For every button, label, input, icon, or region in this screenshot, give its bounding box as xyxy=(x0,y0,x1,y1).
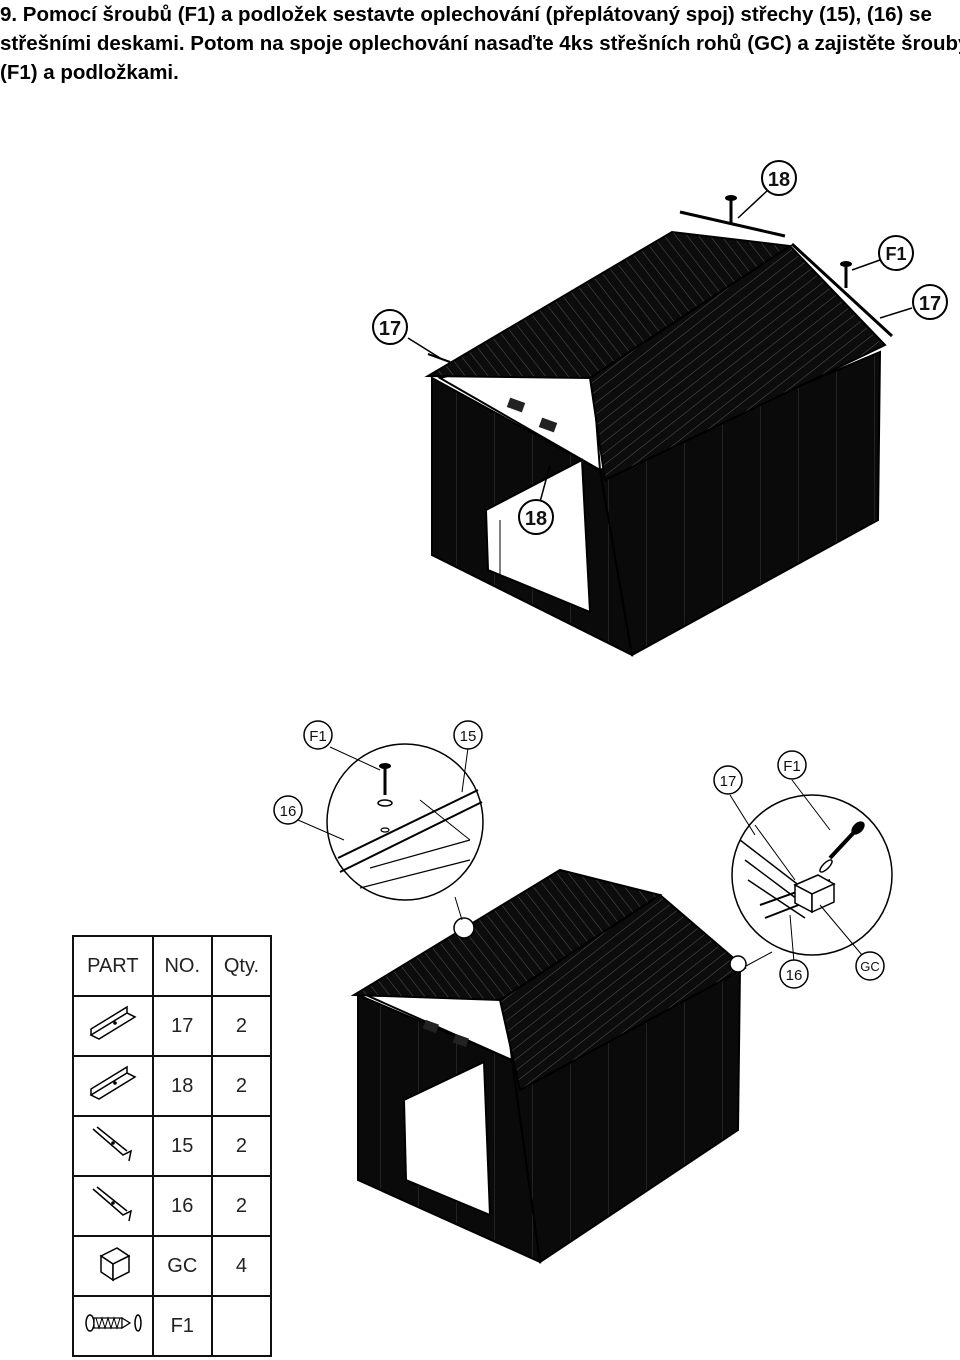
part-qty: 2 xyxy=(210,1115,273,1177)
header-qty: Qty. xyxy=(210,935,273,997)
callout-17-right: 17 xyxy=(912,284,948,320)
corner-cap-icon xyxy=(793,874,836,914)
instruction-line-2: střešními deskami. Potom na spoje oplech… xyxy=(0,32,960,55)
screw-washer-icon xyxy=(72,1295,154,1357)
table-row: 18 2 xyxy=(72,1055,273,1117)
part-qty: 2 xyxy=(210,1055,273,1117)
svg-text:16: 16 xyxy=(280,803,297,820)
callout-18-front: 18 xyxy=(518,499,554,535)
detail-view-left xyxy=(297,743,484,921)
part-no: F1 xyxy=(151,1295,213,1357)
table-row: GC 4 xyxy=(72,1235,273,1297)
part-qty: 2 xyxy=(210,995,273,1057)
vent-icon xyxy=(422,1019,439,1034)
screw-icon xyxy=(828,821,865,860)
callout-16-right: 16 xyxy=(779,959,809,989)
table-row: 16 2 xyxy=(72,1175,273,1237)
parts-table: PART NO. Qty. 17 2 18 2 15 2 16 2 GC xyxy=(72,935,273,1357)
trim-angle-icon xyxy=(72,1055,154,1117)
callout-17-left: 17 xyxy=(372,309,408,345)
svg-text:F1: F1 xyxy=(885,244,906,264)
vent-icon xyxy=(506,397,526,413)
svg-text:F1: F1 xyxy=(309,728,327,745)
shed-roof-side xyxy=(588,244,887,482)
svg-text:17: 17 xyxy=(720,773,737,790)
instruction-text: 9. Pomocí šroubů (F1) a podložek sestavt… xyxy=(0,0,960,87)
callout-f1-right: F1 xyxy=(777,750,807,780)
shed-top xyxy=(407,189,913,657)
table-row: 17 2 xyxy=(72,995,273,1057)
instruction-line-3: (F1) a podložkami. xyxy=(0,61,179,84)
table-row: 15 2 xyxy=(72,1115,273,1177)
washer-icon xyxy=(819,859,833,873)
callout-18-top: 18 xyxy=(761,160,797,196)
shed-bottom xyxy=(350,868,747,1264)
callout-17-bottom: 17 xyxy=(713,765,743,795)
trim-angle-icon xyxy=(72,995,154,1057)
part-no: 18 xyxy=(151,1055,213,1117)
screw-icon xyxy=(840,261,852,288)
corner-cap-icon xyxy=(72,1235,154,1297)
header-part: PART xyxy=(72,935,154,997)
trim-channel-icon xyxy=(72,1175,154,1237)
part-no: 17 xyxy=(151,995,213,1057)
callout-f1-left: F1 xyxy=(303,720,333,750)
callout-15: 15 xyxy=(453,720,483,750)
part-qty: 2 xyxy=(210,1175,273,1237)
svg-text:GC: GC xyxy=(860,959,880,974)
shed-door-opening xyxy=(402,1060,492,1217)
detail-view-right xyxy=(729,779,893,967)
vent-icon xyxy=(538,417,558,433)
callout-gc: GC xyxy=(855,951,885,981)
part-no: 16 xyxy=(151,1175,213,1237)
vent-icon xyxy=(452,1033,469,1048)
svg-text:17: 17 xyxy=(379,318,401,340)
svg-text:F1: F1 xyxy=(783,758,801,775)
svg-text:17: 17 xyxy=(919,293,941,315)
callout-f1-top: F1 xyxy=(878,235,914,271)
part-qty: 4 xyxy=(210,1235,273,1297)
screw-icon xyxy=(725,195,737,225)
header-no: NO. xyxy=(151,935,213,997)
table-row: F1 xyxy=(72,1295,273,1357)
washer-icon xyxy=(377,799,393,807)
svg-text:18: 18 xyxy=(525,508,547,530)
callout-16-left: 16 xyxy=(273,795,303,825)
shed-door-opening xyxy=(484,458,592,614)
part-no: 15 xyxy=(151,1115,213,1177)
svg-text:16: 16 xyxy=(786,967,803,984)
svg-text:15: 15 xyxy=(460,728,477,745)
screw-icon xyxy=(379,763,391,795)
trim-channel-icon xyxy=(72,1115,154,1177)
svg-text:18: 18 xyxy=(768,169,790,191)
instruction-line-1: 9. Pomocí šroubů (F1) a podložek sestavt… xyxy=(0,3,932,26)
part-qty xyxy=(210,1295,273,1357)
parts-table-header: PART NO. Qty. xyxy=(72,935,273,997)
part-no: GC xyxy=(151,1235,213,1297)
